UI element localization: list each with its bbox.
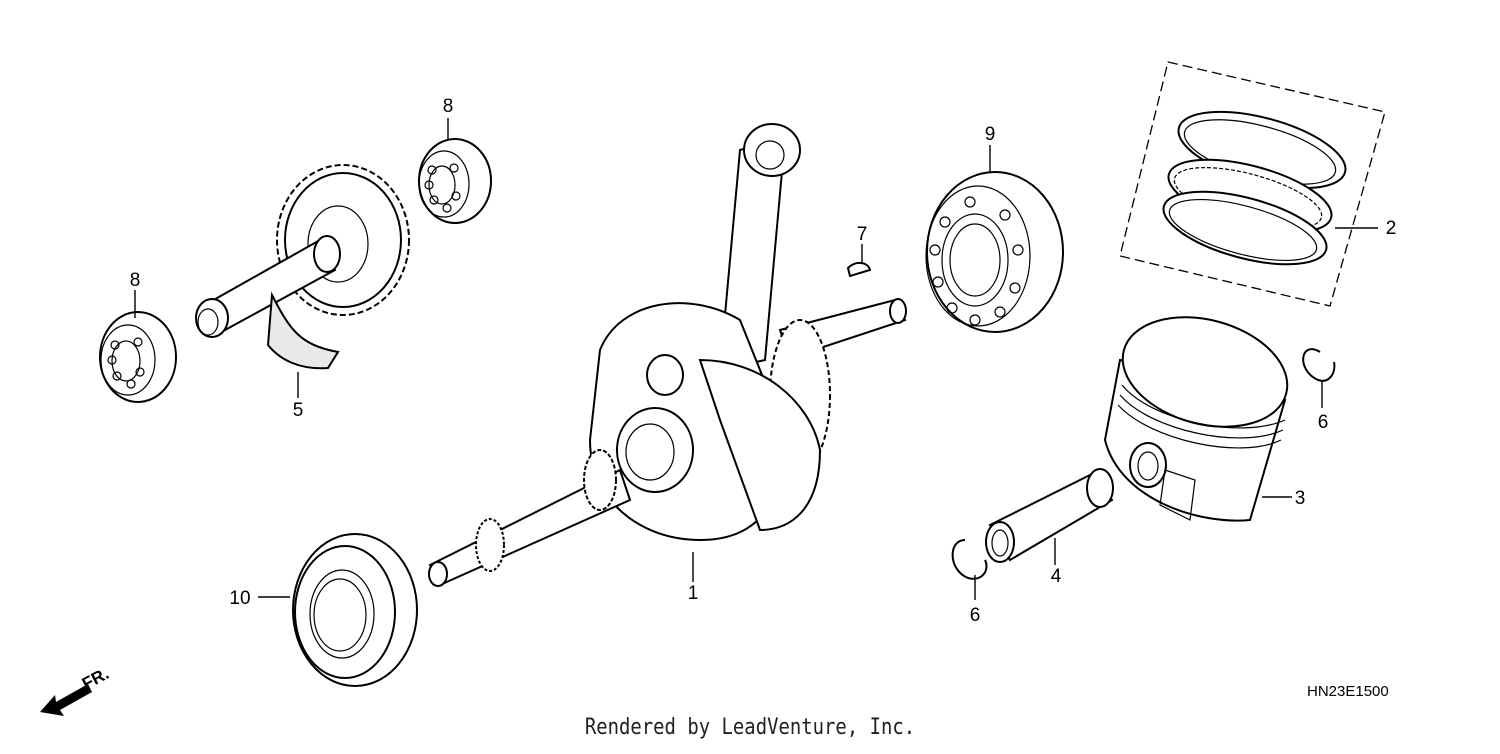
callout-10[interactable]: 10 xyxy=(229,588,250,609)
piston-pin-clip-6a[interactable] xyxy=(1302,348,1336,382)
woodruff-key-7[interactable] xyxy=(846,262,872,278)
piston-pin-clip-6b[interactable] xyxy=(951,539,988,580)
balancer-shaft-5[interactable] xyxy=(195,164,410,370)
oil-seal-10[interactable] xyxy=(292,533,418,687)
bearing-8-left[interactable] xyxy=(99,311,177,403)
callout-7[interactable]: 7 xyxy=(857,224,868,245)
crankshaft-1[interactable] xyxy=(428,123,907,587)
diagram-code: HN23E1500 xyxy=(1307,683,1389,700)
callout-9[interactable]: 9 xyxy=(985,124,996,145)
callout-8-left[interactable]: 8 xyxy=(130,270,141,291)
callout-3[interactable]: 3 xyxy=(1295,488,1306,509)
callout-5[interactable]: 5 xyxy=(293,400,304,421)
callout-4[interactable]: 4 xyxy=(1051,566,1062,587)
piston-pin-4[interactable] xyxy=(985,468,1114,563)
callout-8-top[interactable]: 8 xyxy=(443,96,454,117)
callout-2[interactable]: 2 xyxy=(1386,218,1397,239)
piston-ring-set-2[interactable] xyxy=(1119,61,1386,307)
leader-lines xyxy=(134,118,1378,600)
callout-1[interactable]: 1 xyxy=(688,583,699,604)
callout-6-right[interactable]: 6 xyxy=(1318,412,1329,433)
callout-labels: 1 2 3 4 5 6 6 7 8 8 9 10 xyxy=(130,96,1397,626)
front-arrow-icon: FR. xyxy=(40,664,112,716)
bearing-9[interactable] xyxy=(925,171,1064,333)
piston-3[interactable] xyxy=(1103,300,1300,522)
credit-text: Rendered by LeadVenture, Inc. xyxy=(584,715,916,740)
callout-6-left[interactable]: 6 xyxy=(970,605,981,626)
bearing-8-top[interactable] xyxy=(418,138,492,224)
